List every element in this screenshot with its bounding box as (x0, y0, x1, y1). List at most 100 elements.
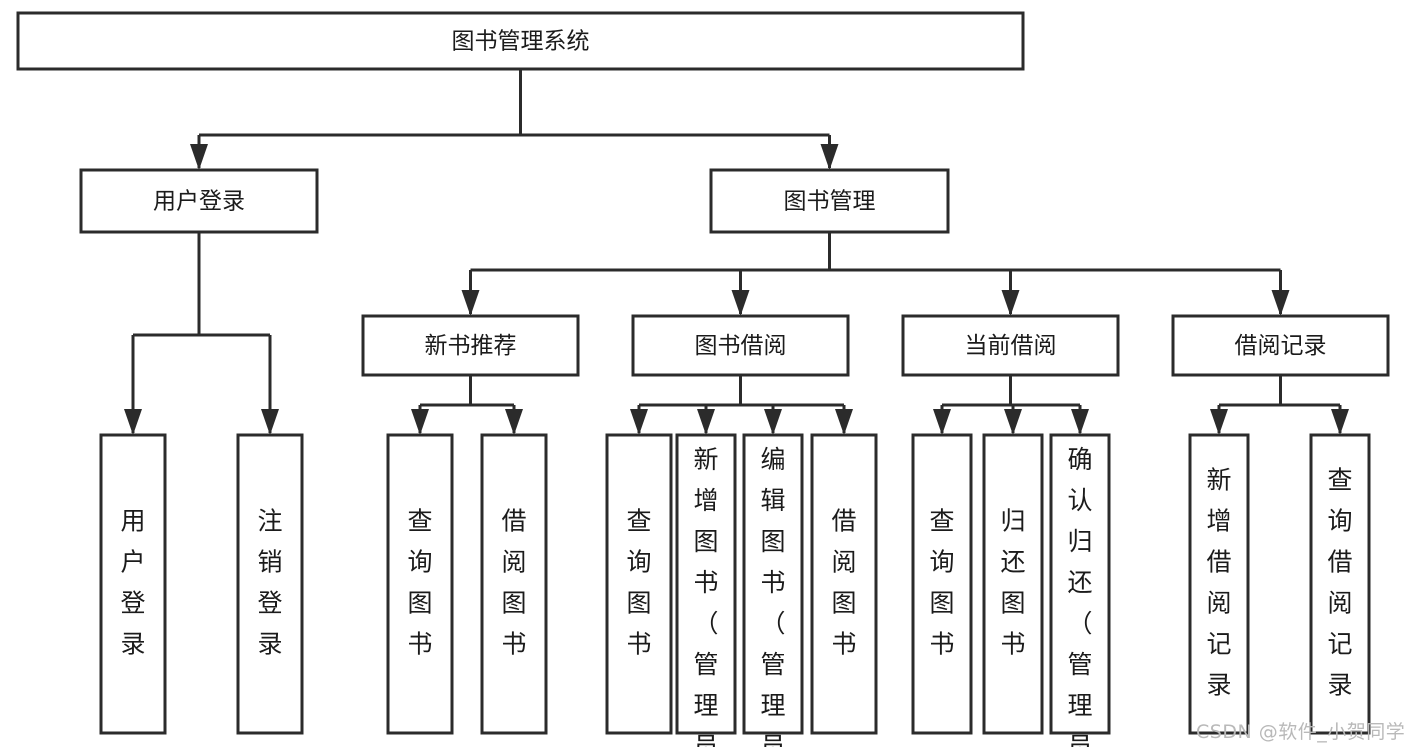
arrow-to-leaf-edit-book (764, 409, 782, 435)
arrow-to-leaf-add-record (1210, 409, 1228, 435)
node-leaf-query-book-3-label-char: 图 (929, 589, 954, 618)
node-leaf-user-logout-label-char: 录 (257, 630, 282, 659)
node-leaf-confirm-return-label-char: 认 (1067, 486, 1092, 515)
node-current-borrow[interactable]: 当前借阅 (901, 314, 1120, 377)
arrow-to-leaf-user-login (124, 409, 142, 435)
node-leaf-borrow-book-1-rect[interactable] (480, 433, 548, 735)
node-leaf-return-book-label-char: 图 (1000, 589, 1025, 618)
node-root-rect[interactable] (16, 11, 1025, 71)
node-new-book-recommend-rect[interactable] (361, 314, 580, 377)
node-layer: 图书管理系统用户登录图书管理新书推荐图书借阅当前借阅借阅记录用户登录注销登录查询… (16, 11, 1390, 747)
node-leaf-borrow-book-2-label-char: 阅 (831, 548, 856, 577)
node-new-book-recommend-label: 新书推荐 (425, 333, 517, 359)
node-leaf-add-book-label-char: 新 (693, 445, 718, 474)
node-book-borrow[interactable]: 图书借阅 (631, 314, 850, 377)
node-leaf-user-login-label-char: 用 (120, 507, 145, 536)
node-leaf-borrow-book-1-label-char: 阅 (501, 548, 526, 577)
arrow-to-leaf-query-record (1331, 409, 1349, 435)
node-leaf-user-login-label-char: 登 (120, 589, 145, 618)
node-leaf-return-book-label-char: 归 (1000, 507, 1025, 536)
node-leaf-query-record-rect[interactable] (1309, 433, 1371, 735)
node-leaf-confirm-return-rect[interactable] (1049, 433, 1111, 735)
node-leaf-add-record-label-char: 新 (1206, 466, 1231, 495)
node-leaf-confirm-return-label-char: 归 (1067, 527, 1092, 556)
node-leaf-query-book-1-label-char: 询 (407, 548, 432, 577)
node-leaf-query-record-label-char: 查 (1327, 466, 1352, 495)
node-leaf-add-record-label-char: 阅 (1206, 589, 1231, 618)
node-leaf-user-logout-label-char: 销 (257, 548, 282, 577)
node-leaf-query-book-2-label-char: 询 (626, 548, 651, 577)
node-leaf-return-book-label-char: 书 (1000, 630, 1025, 659)
node-leaf-edit-book-label-char: 书 (760, 568, 785, 597)
watermark-text: CSDN @软件_小贺同学 (1196, 721, 1405, 743)
node-leaf-borrow-book-2-label-char: 图 (831, 589, 856, 618)
node-root-label: 图书管理系统 (452, 29, 590, 55)
node-leaf-user-logout-label-char: 注 (257, 507, 282, 536)
node-book-manage-label: 图书管理 (784, 189, 876, 215)
node-leaf-query-book-2-rect[interactable] (605, 433, 673, 735)
node-current-borrow-rect[interactable] (901, 314, 1120, 377)
node-leaf-edit-book-label-char: 理 (760, 691, 785, 720)
node-current-borrow-label: 当前借阅 (965, 333, 1057, 359)
node-leaf-query-record-label-char: 询 (1327, 507, 1352, 536)
node-leaf-add-record-label-char: 记 (1206, 630, 1231, 659)
node-leaf-query-record-label-char: 记 (1327, 630, 1352, 659)
node-book-borrow-rect[interactable] (631, 314, 850, 377)
node-leaf-add-book-rect[interactable] (675, 433, 737, 735)
node-book-manage[interactable]: 图书管理 (709, 168, 950, 234)
arrow-to-leaf-add-book (697, 409, 715, 435)
node-user-login[interactable]: 用户登录 (79, 168, 319, 234)
node-leaf-edit-book-rect[interactable] (742, 433, 804, 735)
node-root[interactable]: 图书管理系统 (16, 11, 1025, 71)
node-borrow-record-rect[interactable] (1171, 314, 1390, 377)
node-leaf-query-book-2-label-char: 查 (626, 507, 651, 536)
node-leaf-query-book-2-label-char: 书 (626, 630, 651, 659)
node-leaf-user-login-label-char: 录 (120, 630, 145, 659)
node-leaf-edit-book-label-char: 图 (760, 527, 785, 556)
node-leaf-confirm-return-label-char: 理 (1067, 691, 1092, 720)
node-leaf-add-record-rect[interactable] (1188, 433, 1250, 735)
node-leaf-borrow-book-2-rect[interactable] (810, 433, 878, 735)
node-leaf-return-book-rect[interactable] (982, 433, 1044, 735)
node-leaf-user-logout-rect[interactable] (236, 433, 304, 735)
connector-layer (124, 69, 1349, 435)
node-leaf-edit-book-label-char: 编 (760, 445, 785, 474)
arrow-to-leaf-query-book-2 (630, 409, 648, 435)
node-user-login-rect[interactable] (79, 168, 319, 234)
node-leaf-query-book-1-label-char: 图 (407, 589, 432, 618)
node-borrow-record-label: 借阅记录 (1235, 333, 1327, 359)
node-book-manage-rect[interactable] (709, 168, 950, 234)
node-leaf-query-record-label-char: 录 (1327, 671, 1352, 700)
node-new-book-recommend[interactable]: 新书推荐 (361, 314, 580, 377)
arrow-to-book-manage (820, 144, 839, 170)
node-borrow-record[interactable]: 借阅记录 (1171, 314, 1390, 377)
node-leaf-add-record-label-char: 借 (1206, 548, 1231, 577)
node-leaf-edit-book-label-char: 辑 (760, 486, 785, 515)
node-leaf-return-book-label-char: 还 (1000, 548, 1025, 577)
node-leaf-edit-book-label-char: 管 (760, 650, 785, 679)
node-leaf-user-login-rect[interactable] (99, 433, 167, 735)
node-leaf-query-book-3-rect[interactable] (911, 433, 973, 735)
node-leaf-add-book-label-char: 书 (693, 568, 718, 597)
node-leaf-borrow-book-2-label-char: 借 (831, 507, 856, 536)
node-leaf-query-book-1-rect[interactable] (386, 433, 454, 735)
node-leaf-add-book-label-char: 理 (693, 691, 718, 720)
node-leaf-user-login-label-char: 户 (120, 548, 145, 577)
node-leaf-edit-book-label-char: （ (760, 609, 785, 638)
node-leaf-borrow-book-1-label-char: 书 (501, 630, 526, 659)
node-leaf-user-login[interactable]: 用户登录 (99, 433, 167, 735)
node-leaf-borrow-book-1-label-char: 图 (501, 589, 526, 618)
